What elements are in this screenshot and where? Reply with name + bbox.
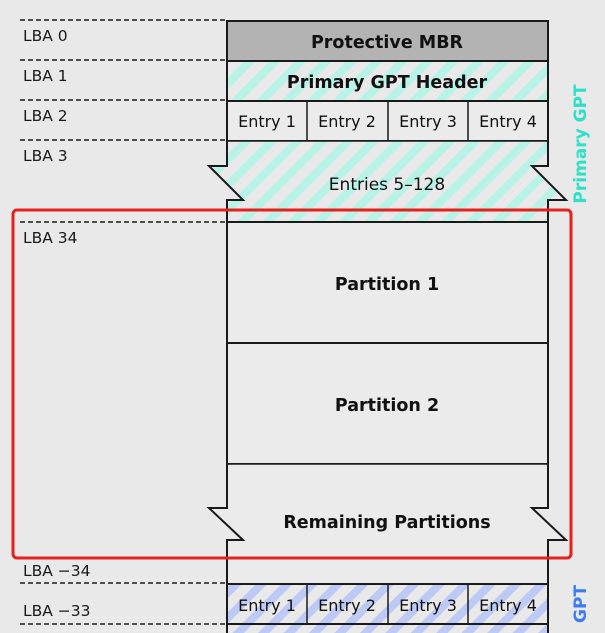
entries-rest-label: Entries 5–128 — [329, 175, 445, 195]
primary-entry-1: Entry 1 — [238, 112, 296, 131]
lba-boundary-lines — [20, 19, 227, 625]
backup-entry-2: Entry 2 — [318, 596, 376, 615]
backup-header-partial — [226, 623, 549, 633]
remaining-partitions-label: Remaining Partitions — [283, 513, 490, 533]
partition-1-label: Partition 1 — [335, 275, 439, 295]
backup-entry-4: Entry 4 — [479, 596, 537, 615]
lba-34-label: LBA 34 — [23, 229, 78, 247]
remaining-partitions-block — [209, 464, 566, 583]
primary-gpt-header-block — [226, 60, 549, 102]
lba-0-label: LBA 0 — [23, 27, 68, 45]
backup-entry-1: Entry 1 — [238, 596, 296, 615]
protective-mbr-label: Protective MBR — [311, 33, 464, 53]
lba-minus-33-label: LBA −33 — [23, 602, 91, 620]
lba-2-label: LBA 2 — [23, 107, 68, 125]
partition-2-label: Partition 2 — [335, 396, 439, 416]
primary-gpt-header-label: Primary GPT Header — [287, 73, 488, 93]
protective-mbr-block — [226, 20, 549, 62]
lba-minus-34-label: LBA −34 — [23, 562, 91, 580]
primary-gpt-side-label: Primary GPT — [571, 84, 591, 204]
partition-2-block — [226, 342, 549, 465]
lba-3-label: LBA 3 — [23, 147, 68, 165]
lba-1-label: LBA 1 — [23, 67, 68, 85]
primary-entry-2: Entry 2 — [318, 112, 376, 131]
partition-1-block — [226, 221, 549, 344]
highlight-selection-box — [11, 208, 573, 560]
secondary-gpt-side-label: GPT — [571, 585, 591, 623]
backup-entry-3: Entry 3 — [399, 596, 457, 615]
entries-rest-block — [209, 141, 566, 222]
primary-entry-3: Entry 3 — [399, 112, 457, 131]
primary-entry-4: Entry 4 — [479, 112, 537, 131]
